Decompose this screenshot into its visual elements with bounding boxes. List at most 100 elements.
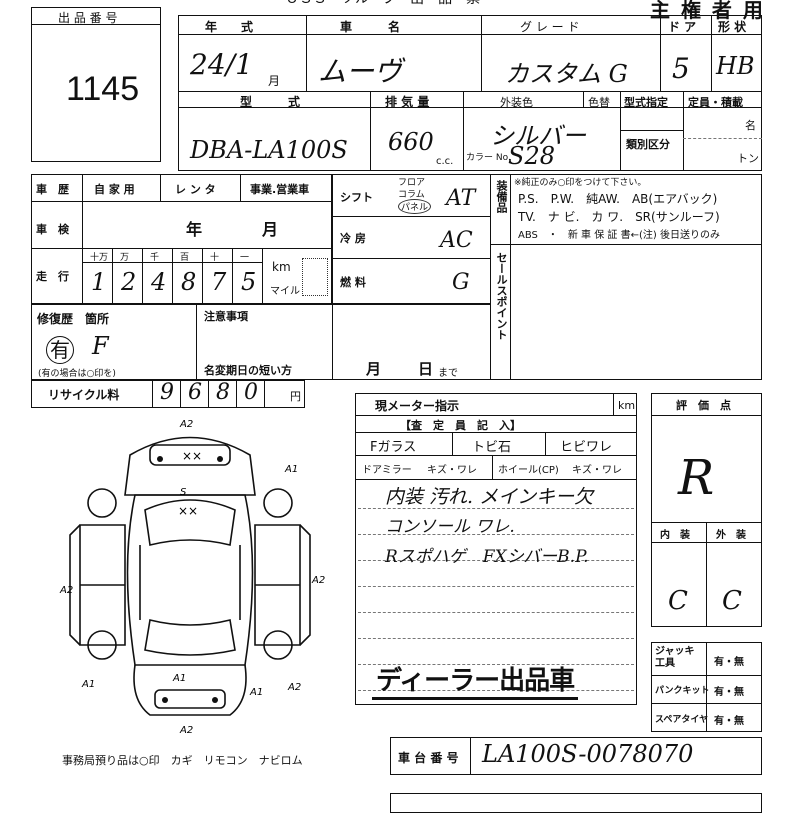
- year-label: 年 式: [205, 20, 254, 34]
- grade-score: R: [678, 450, 715, 506]
- puncture-kit-choice[interactable]: 有・無: [714, 687, 744, 698]
- shift-label: シフト: [340, 191, 373, 204]
- mileage-digit-header: 万: [120, 253, 130, 263]
- color-value: シルバー: [490, 122, 586, 150]
- equipment-box: [332, 174, 762, 380]
- shift-value: AT: [446, 186, 476, 211]
- mileage-digit-header: 一: [240, 253, 250, 263]
- equipment-note: ※純正のみ○印をつけて下さい。: [514, 178, 647, 188]
- chassis-box: [390, 737, 762, 775]
- cc-unit: c.c.: [436, 156, 454, 167]
- equipment-line1: P.S. P.W. 純AW. AB(エアバック): [518, 192, 718, 206]
- chassis-label: 車 台 番 号: [398, 751, 459, 765]
- mileage-digit: 8: [181, 268, 197, 296]
- jack-choice[interactable]: 有・無: [714, 657, 744, 668]
- km-unit: km: [272, 260, 291, 274]
- repair-label: 修復歴 箇所: [37, 312, 110, 326]
- fuel-label: 燃 料: [340, 276, 366, 289]
- type-spec-label: 型式指定: [624, 96, 668, 109]
- meter-km: km: [618, 399, 636, 412]
- jack-label: ジャッキ工具: [655, 646, 695, 669]
- diagram-label-right-lower: A2: [287, 682, 301, 693]
- diagram-label-right-mid: A2: [311, 575, 325, 586]
- dealer-stamp: ディーラー出品車: [372, 660, 579, 700]
- chip-label: トビ石: [472, 440, 512, 455]
- mileage-digit-header: 百: [180, 253, 190, 263]
- inspector-heading: 【査 定 員 記 入】: [400, 419, 521, 432]
- repair-location: F: [92, 332, 109, 360]
- door-label: ド ア: [668, 20, 697, 34]
- diagram-label-rear-bottom: A2: [179, 725, 193, 735]
- vehicle-info-box: [178, 15, 762, 171]
- inspection-label: 車 検: [36, 223, 69, 236]
- grade-value: カスタム G: [505, 60, 628, 88]
- form-title: ＵＳＳ ソルーブ 出 品 票: [285, 0, 480, 8]
- diagram-label-right-rear: A1: [249, 687, 263, 698]
- grade-label: グ レ ー ド: [520, 20, 580, 34]
- class-label: 類別区分: [626, 138, 670, 151]
- shape-label: 形 状: [718, 20, 747, 34]
- model-label: 型 式: [240, 95, 301, 109]
- mileage-digit-header: 十: [210, 253, 220, 263]
- recycle-digit: 9: [160, 380, 174, 405]
- meter-label: 現メーター指示: [375, 399, 460, 413]
- history-business: 事業.営業車: [250, 183, 310, 196]
- name-label: 車 名: [340, 20, 401, 34]
- mile-unit: マイル: [270, 286, 300, 297]
- inspector-box: [355, 393, 637, 705]
- repair-box: [31, 304, 491, 380]
- displacement-value: 660: [388, 128, 434, 156]
- month-suffix: 月: [268, 74, 281, 88]
- history-box: [31, 174, 332, 304]
- chassis-number: LA100S-0078070: [482, 740, 694, 768]
- color-label: 外装色: [500, 96, 533, 109]
- diagram-label-roof-s: S: [180, 487, 187, 498]
- lot-number: 1145: [66, 70, 140, 108]
- caution-label: 注意事項: [204, 310, 248, 323]
- car-damage-diagram: A2 A1 A2 A1 A2 A1 A1 A2 A2 S A1 ×× ××: [59, 419, 325, 735]
- deadline-label: 名変期日の短い方: [204, 364, 292, 377]
- sales-point-label: セールスポイント: [495, 252, 508, 340]
- diagram-mark-roof: ××: [178, 504, 198, 518]
- mileage-digit-header: 十万: [90, 253, 109, 263]
- equipment-line2: TV. ナ ビ. カ ワ. SR(サンルーフ): [518, 210, 720, 224]
- bottom-table-edge: [390, 793, 762, 813]
- repair-note: (有の場合は○印を): [38, 369, 116, 379]
- capacity-unit-ton: トン: [737, 152, 759, 165]
- mileage-digit: 5: [241, 268, 257, 296]
- puncture-kit-label: パンクキット: [655, 686, 710, 696]
- color-no-label: カラー No.: [466, 153, 511, 163]
- history-rental: レ ン タ: [175, 183, 216, 196]
- interior-grade: C: [668, 586, 688, 616]
- year-value: 24/1: [190, 48, 253, 81]
- history-label: 車 歴: [36, 183, 69, 196]
- diagram-label-left-mid: A2: [59, 585, 73, 596]
- grade-label: 評 価 点: [676, 399, 731, 412]
- crack-label: ヒビワレ: [560, 440, 613, 455]
- diagram-label-right-front: A1: [284, 464, 298, 475]
- diagram-label-front-top: A2: [179, 419, 193, 430]
- equipment-line3: ABS ・ 新 車 保 証 書←(注) 後日送りのみ: [518, 230, 720, 241]
- inspection-month: 月: [262, 220, 279, 239]
- color-change-label: 色替: [588, 96, 610, 109]
- fglass-label: Fガラス: [370, 440, 417, 455]
- exterior-label: 外 装: [716, 530, 746, 541]
- inspector-note-3: Rスポハゲ FXシバーB.P.: [385, 547, 589, 567]
- km-checkbox[interactable]: [302, 258, 328, 296]
- capacity-label: 定員・積載: [688, 96, 743, 109]
- recycle-digit: 6: [188, 380, 202, 405]
- recycle-yen: 円: [290, 390, 301, 403]
- spare-tire-choice[interactable]: 有・無: [714, 716, 744, 727]
- deadline-day: 日: [418, 360, 434, 378]
- lot-label: 出 品 番 号: [58, 11, 118, 25]
- capacity-unit-people: 名: [745, 119, 756, 132]
- deadline-month: 月: [366, 360, 382, 378]
- shift-floor: フロア: [398, 178, 426, 188]
- mileage-digit: 1: [91, 268, 107, 296]
- diagram-label-rear-center: A1: [172, 673, 186, 684]
- owner-copy-label: 主 権 者 用: [650, 0, 765, 22]
- displacement-label: 排 気 量: [385, 95, 430, 109]
- model-value: DBA-LA100S: [190, 136, 348, 164]
- inspector-note-2: コンソール ワレ.: [385, 517, 515, 537]
- mileage-digit: 2: [121, 268, 137, 296]
